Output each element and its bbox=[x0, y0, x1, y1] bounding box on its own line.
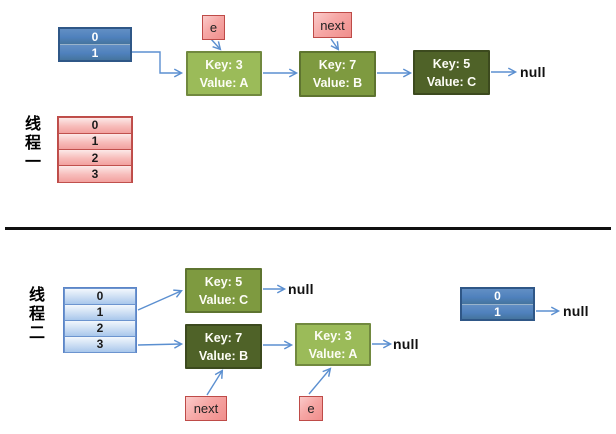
null-label-after-key5: null bbox=[288, 281, 314, 297]
thread2-label: 线程二 bbox=[26, 286, 43, 343]
node-key-text: Key: 5 bbox=[432, 56, 471, 71]
node-value-text: Value: B bbox=[198, 348, 249, 363]
pointer-next-bottom: next bbox=[185, 396, 227, 421]
thread1-bucket-table: 0 1 2 3 bbox=[57, 116, 133, 183]
null-label-after-table: null bbox=[563, 303, 589, 319]
node-key3-bottom: Key: 3 Value: A bbox=[295, 323, 371, 366]
table-row: 0 bbox=[462, 289, 533, 304]
arrow-top-table-to-key3 bbox=[132, 51, 184, 78]
node-value-text: Value: C bbox=[426, 74, 477, 89]
bucket-cell: 2 bbox=[64, 319, 136, 337]
node-key-text: Key: 7 bbox=[204, 330, 243, 345]
pointer-e-bottom: e bbox=[299, 396, 323, 421]
node-key-text: Key: 3 bbox=[314, 328, 352, 343]
bucket-cell: 1 bbox=[64, 303, 136, 321]
bucket-cell: 3 bbox=[64, 335, 136, 353]
arrow-bottom-next-to-key7 bbox=[206, 369, 224, 396]
node-key-text: Key: 5 bbox=[204, 274, 243, 289]
node-key3-top: Key: 3 Value: A bbox=[186, 51, 262, 96]
bucket-cell: 3 bbox=[58, 165, 132, 183]
node-key-text: Key: 3 bbox=[205, 57, 243, 72]
table-row: 1 bbox=[60, 44, 130, 60]
bottom-hash-table-box: 0 1 bbox=[460, 287, 535, 321]
node-key-text: Key: 7 bbox=[318, 58, 357, 72]
node-value-text: Value: C bbox=[198, 292, 249, 307]
node-key7-top: Key: 7 Value: B bbox=[299, 51, 376, 97]
node-value-text: Value: A bbox=[199, 75, 249, 90]
arrow-bottom-e-to-key3 bbox=[308, 367, 332, 395]
arrow-top-e-to-key3 bbox=[210, 38, 222, 51]
node-key5-top: Key: 5 Value: C bbox=[413, 50, 490, 95]
node-key5-bottom: Key: 5 Value: C bbox=[185, 268, 262, 313]
top-hash-table-box: 0 1 bbox=[58, 27, 132, 62]
bucket-cell: 2 bbox=[58, 149, 132, 167]
table-row: 0 bbox=[60, 29, 130, 44]
arrow-bottom-table-to-key5 bbox=[137, 289, 183, 311]
node-value-text: Value: B bbox=[312, 76, 363, 90]
null-label-after-key3: null bbox=[393, 336, 419, 352]
thread2-bucket-table: 0 1 2 3 bbox=[63, 287, 137, 353]
node-key7-bottom: Key: 7 Value: B bbox=[185, 324, 262, 369]
pointer-next-top: next bbox=[313, 12, 352, 38]
node-value-text: Value: A bbox=[308, 346, 358, 361]
section-divider bbox=[5, 227, 611, 230]
pointer-e-top: e bbox=[202, 15, 225, 40]
bucket-cell: 0 bbox=[64, 287, 136, 305]
bucket-cell: 0 bbox=[58, 116, 132, 134]
null-label-top: null bbox=[520, 64, 546, 80]
table-row: 1 bbox=[462, 303, 533, 319]
thread1-label: 线程一 bbox=[22, 115, 39, 172]
bucket-cell: 1 bbox=[58, 132, 132, 150]
arrow-bottom-table-to-key7 bbox=[137, 339, 184, 349]
arrow-top-next-to-key7 bbox=[330, 38, 340, 51]
